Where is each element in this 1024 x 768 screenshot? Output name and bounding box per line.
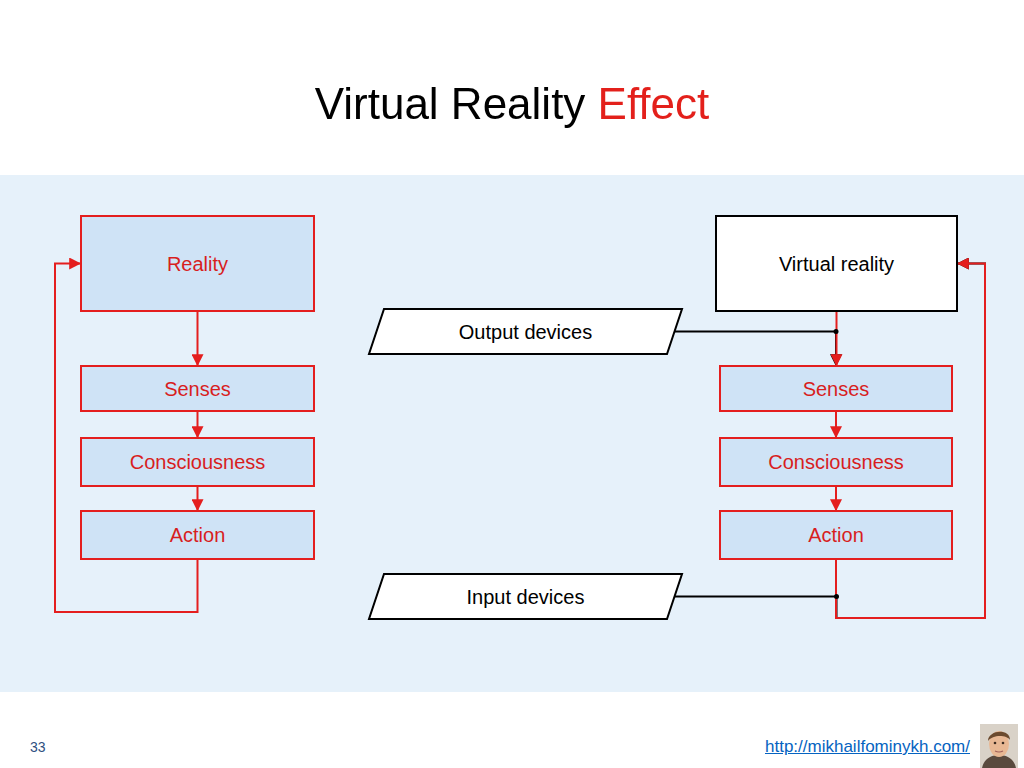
node-text: Consciousness (130, 450, 266, 474)
connector-arrow (675, 264, 986, 619)
junction-dot (834, 329, 839, 334)
node-text: Reality (167, 252, 228, 276)
parallelogram-shape (369, 574, 682, 619)
author-photo (980, 724, 1018, 768)
junction-dot (834, 594, 839, 599)
process-box: Action (80, 510, 315, 560)
node-text: Output devices (459, 320, 592, 344)
device-parallelogram: Output devices (368, 308, 683, 355)
slide-title: Virtual Reality Effect (315, 76, 710, 132)
device-parallelogram: Input devices (368, 573, 683, 620)
connector-arrow (197, 412, 199, 437)
node-text: Action (170, 523, 226, 547)
process-box: Consciousness (719, 437, 953, 487)
connector-arrow (197, 312, 199, 365)
process-box: Virtual reality (715, 215, 958, 312)
process-box: Senses (80, 365, 315, 412)
node-text: Input devices (467, 585, 585, 609)
node-text: Virtual reality (779, 252, 894, 276)
connector-arrow (835, 412, 837, 437)
process-box: Reality (80, 215, 315, 312)
connector-arrow (836, 312, 838, 365)
connector-arrow (675, 332, 837, 366)
page-number: 33 (30, 739, 46, 755)
node-text: Action (808, 523, 864, 547)
title-bar: Virtual Reality Effect (0, 76, 1024, 132)
node-text: Senses (164, 377, 231, 401)
process-box: Senses (719, 365, 953, 412)
node-text: Senses (803, 377, 870, 401)
node-text: Consciousness (768, 450, 904, 474)
connector-arrow (835, 487, 837, 510)
process-box: Action (719, 510, 953, 560)
panel-ground (0, 175, 1024, 692)
connector-arrow (197, 487, 199, 510)
author-url: http://mikhailfominykh.com/ (765, 737, 970, 757)
process-box: Consciousness (80, 437, 315, 487)
parallelogram-shape (369, 309, 682, 354)
